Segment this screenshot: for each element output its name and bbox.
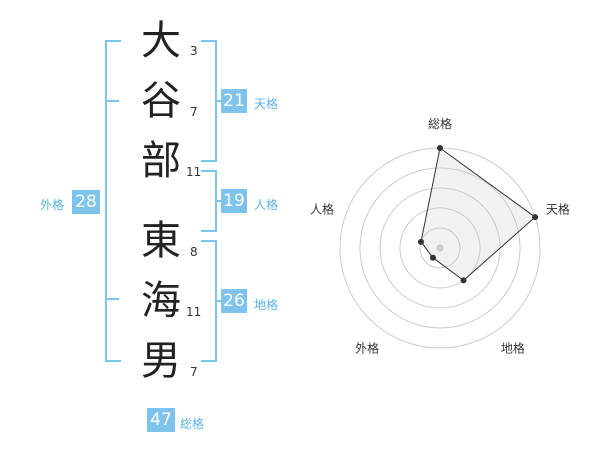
name-char-1: 大	[141, 18, 181, 64]
gaikaku-label: 外格	[40, 198, 65, 212]
chikaku-label: 地格	[254, 298, 279, 312]
stroke-count-2: 7	[190, 105, 198, 119]
jinkaku-connector	[215, 200, 223, 202]
radar-point-2	[532, 214, 539, 221]
radar-ring-4	[359, 167, 521, 329]
name-char-2: 谷	[141, 78, 181, 124]
soukaku-value: 47	[147, 408, 175, 432]
radar-axis-label-2: 天格	[546, 202, 570, 217]
chikaku-value: 26	[221, 289, 247, 313]
radar-axis-label-3: 地格	[501, 340, 525, 355]
radar-axis-label-5: 人格	[310, 202, 334, 217]
stroke-count-1: 3	[190, 44, 198, 58]
name-char-6: 男	[141, 338, 181, 384]
radar-ring-2	[399, 207, 481, 289]
radar-point-5	[417, 238, 424, 245]
jinkaku-label: 人格	[254, 198, 279, 212]
tenkaku-value: 21	[221, 89, 247, 113]
radar-point-3	[460, 277, 467, 284]
radar-area	[420, 147, 536, 282]
name-char-4: 東	[141, 218, 181, 264]
soukaku-label: 総格	[180, 417, 205, 431]
gaikaku-tick-lower	[105, 298, 119, 300]
radar-axis-label-1: 総格	[428, 116, 452, 131]
radar-center-dot	[436, 244, 444, 252]
jinkaku-value: 19	[221, 189, 247, 213]
tenkaku-connector	[215, 100, 223, 102]
gaikaku-tick-upper	[105, 100, 119, 102]
gaikaku-value: 28	[72, 190, 100, 214]
chikaku-connector	[215, 300, 223, 302]
radar-point-4	[429, 254, 436, 261]
name-char-5: 海	[141, 278, 181, 324]
radar-point-1	[437, 145, 443, 151]
stroke-count-4: 8	[190, 245, 198, 259]
radar-axis-label-4: 外格	[355, 340, 379, 355]
stroke-count-5: 11	[186, 305, 202, 319]
name-char-3: 部	[141, 138, 181, 184]
gaikaku-bracket	[105, 40, 121, 362]
radar-ring-1	[419, 227, 461, 269]
tenkaku-label: 天格	[254, 97, 279, 111]
stroke-count-3: 11	[186, 165, 202, 179]
stroke-count-6: 7	[190, 365, 198, 379]
